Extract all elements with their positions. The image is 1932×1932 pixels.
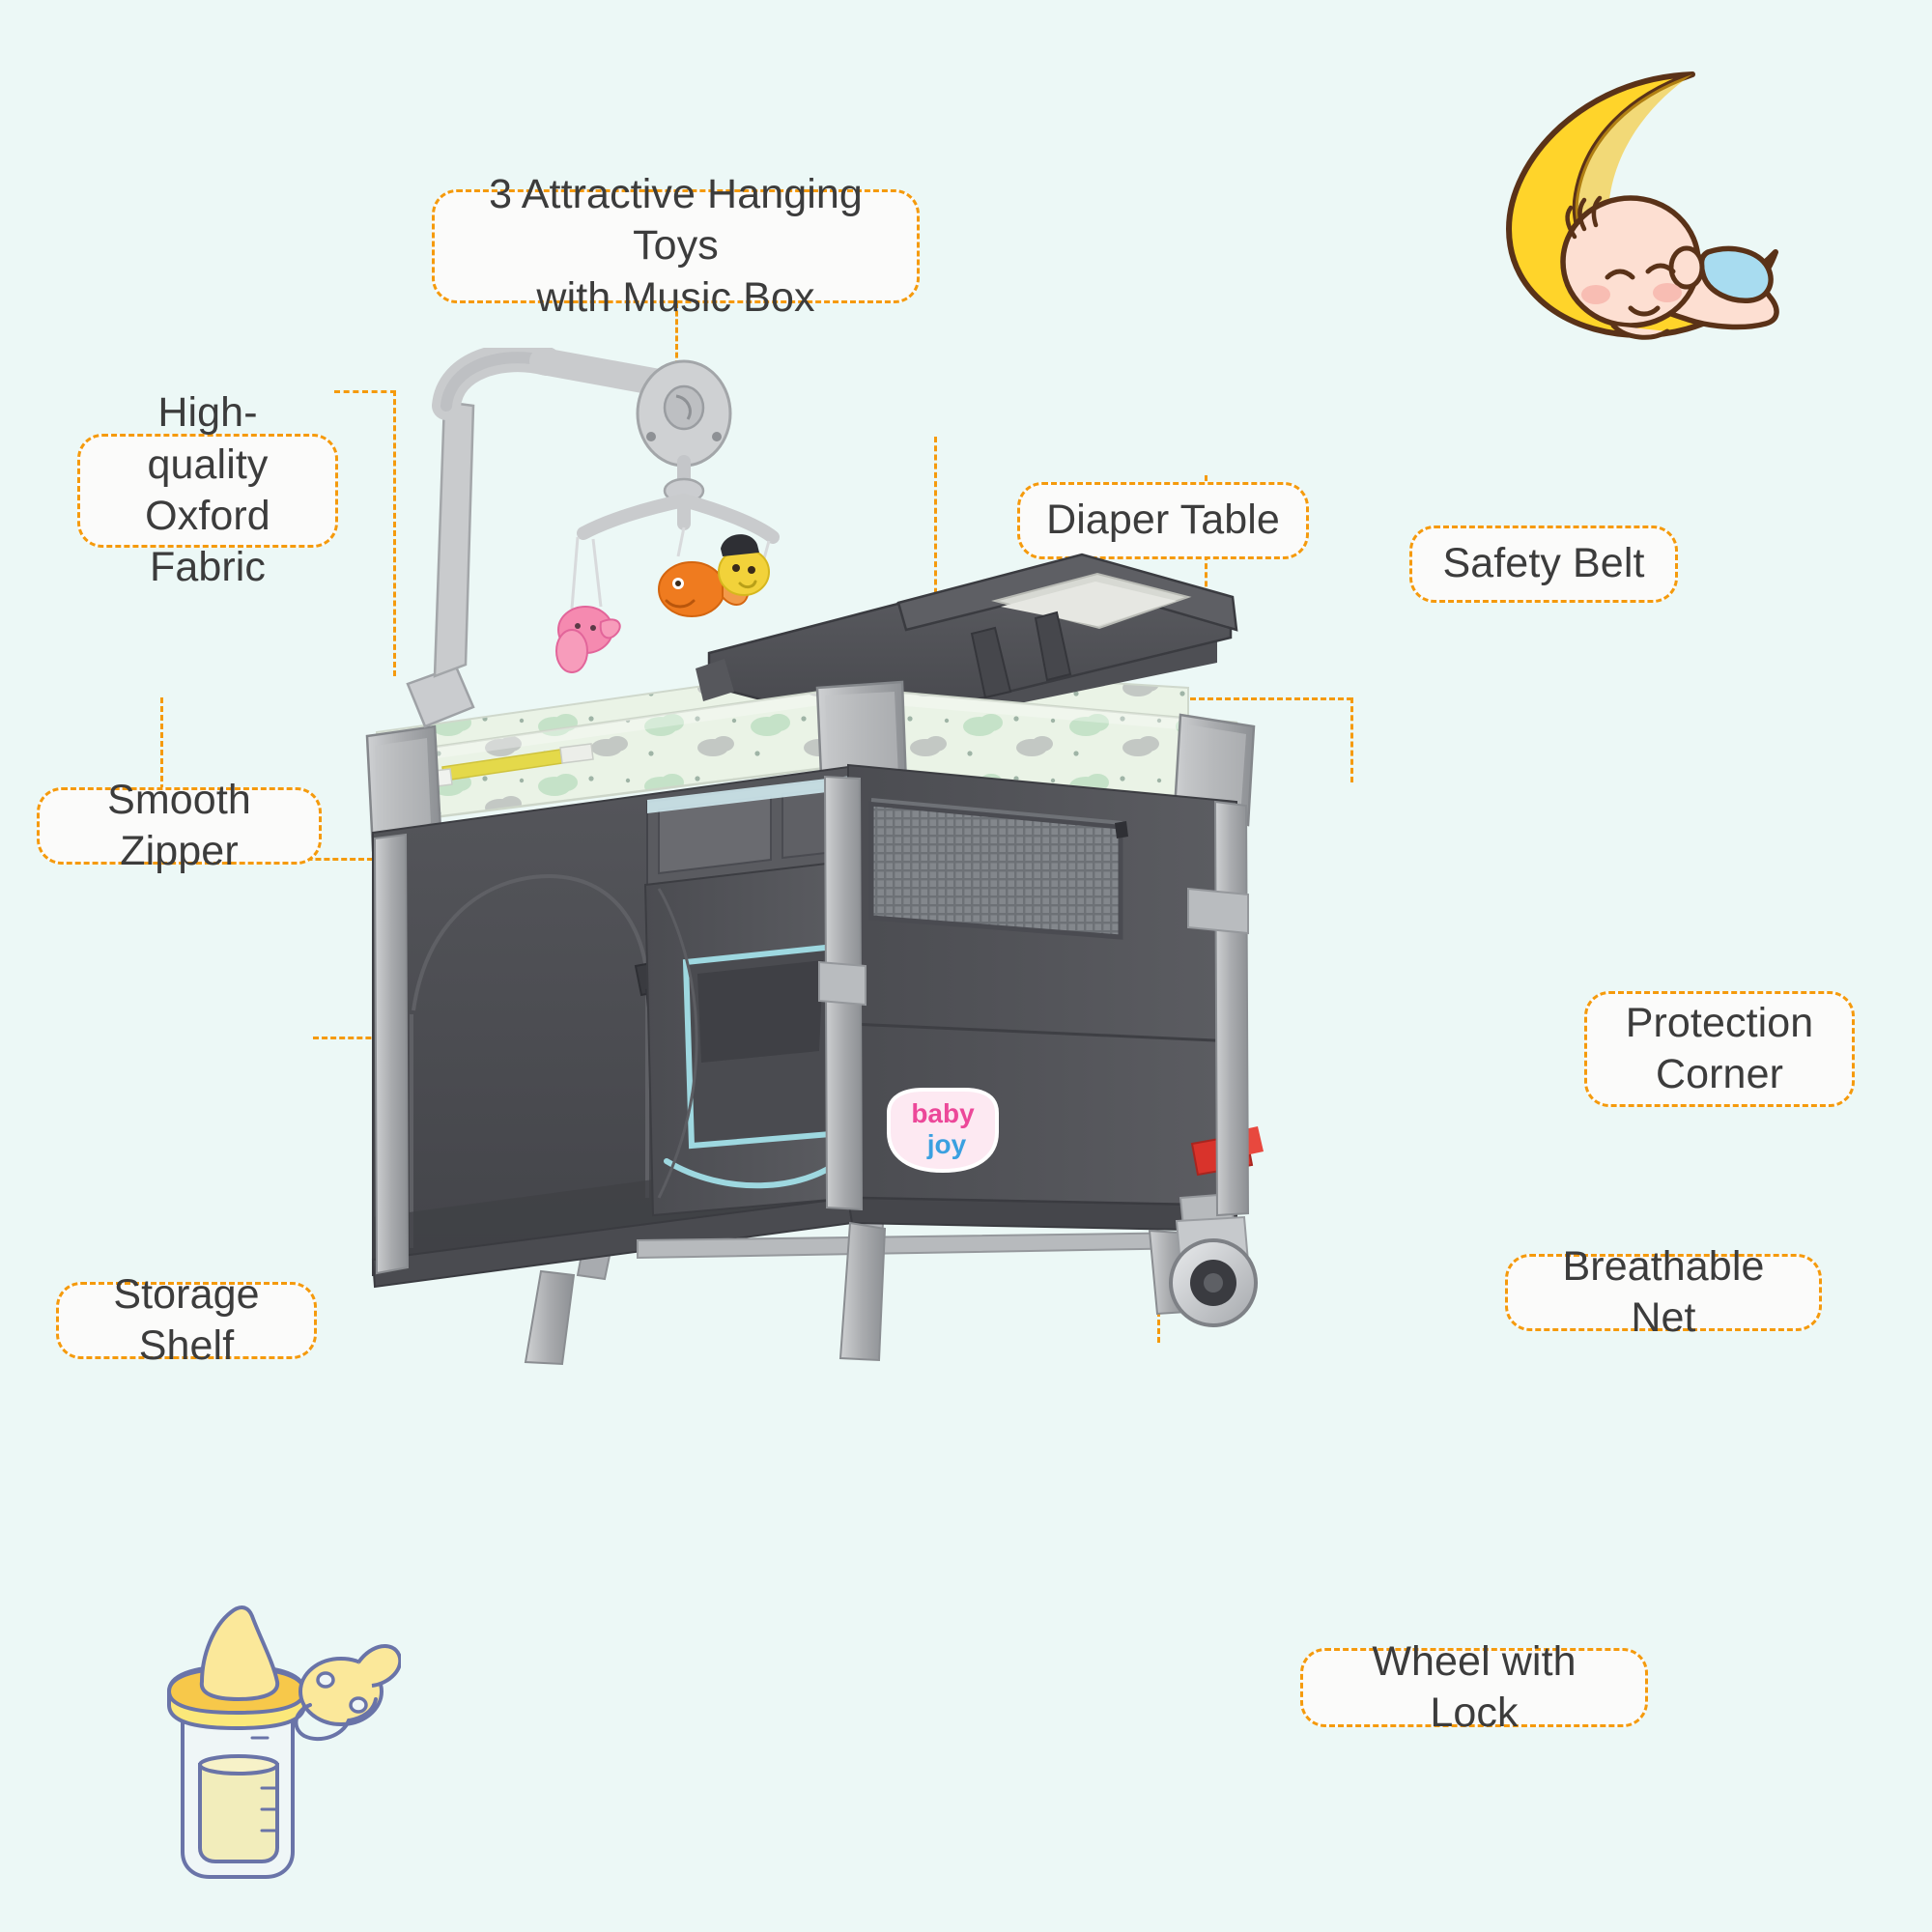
svg-text:baby: baby — [911, 1098, 975, 1128]
connector-smooth-zipper-h — [160, 858, 468, 861]
callout-oxford-fabric-line1: High-quality — [147, 389, 269, 488]
callout-smooth-zipper-label: Smooth Zipper — [107, 776, 251, 874]
connector-oxford-fabric-v — [393, 390, 396, 676]
callout-hanging-toys-line1: 3 Attractive Hanging Toys — [489, 171, 863, 270]
callout-safety-belt-label: Safety Belt — [1442, 540, 1645, 587]
callout-breathable-net[interactable]: Breathable Net — [1505, 1243, 1822, 1341]
callout-oxford-fabric-line2: Oxford Fabric — [145, 493, 270, 591]
callout-smooth-zipper[interactable]: Smooth Zipper — [37, 777, 322, 874]
connector-hanging-toys — [675, 302, 678, 391]
callout-wheel-lock-label: Wheel with Lock — [1372, 1637, 1577, 1736]
svg-text:joy: joy — [926, 1129, 967, 1159]
connector-protection-corner-h — [1190, 697, 1352, 700]
baby-playard-product-image: baby joy — [319, 343, 1401, 1430]
callout-hanging-toys[interactable]: 3 Attractive Hanging Toys with Music Box — [432, 171, 920, 321]
connector-oxford-fabric-h — [334, 390, 396, 393]
connector-smooth-zipper-v — [160, 697, 163, 860]
callout-protection-corner-line1: Protection — [1625, 999, 1814, 1046]
callout-hanging-toys-line2: with Music Box — [536, 273, 815, 321]
callout-diaper-table-label: Diaper Table — [1046, 497, 1280, 544]
callout-protection-corner-line2: Corner — [1655, 1051, 1784, 1097]
callout-breathable-net-label: Breathable Net — [1562, 1242, 1765, 1341]
toy-pink — [555, 606, 621, 673]
connector-diaper-table — [934, 437, 937, 603]
callout-storage-shelf-label: Storage Shelf — [113, 1270, 260, 1369]
callout-storage-shelf[interactable]: Storage Shelf — [56, 1271, 317, 1369]
callout-diaper-table[interactable]: Diaper Table — [1017, 482, 1309, 559]
callout-safety-belt[interactable]: Safety Belt — [1409, 526, 1678, 603]
connector-protection-corner-v — [1350, 697, 1353, 782]
callout-protection-corner[interactable]: Protection Corner — [1584, 991, 1855, 1107]
callout-oxford-fabric[interactable]: High-quality Oxford Fabric — [77, 389, 338, 590]
bottle-pacifier-illustration — [130, 1599, 403, 1889]
toy-yellow-bird — [718, 534, 770, 596]
mobile-with-hanging-toys — [406, 343, 780, 728]
callout-wheel-lock[interactable]: Wheel with Lock — [1300, 1638, 1648, 1736]
brand-logo-on-fabric: baby joy — [887, 1088, 999, 1174]
sleeping-baby-moon-illustration — [1468, 53, 1816, 343]
